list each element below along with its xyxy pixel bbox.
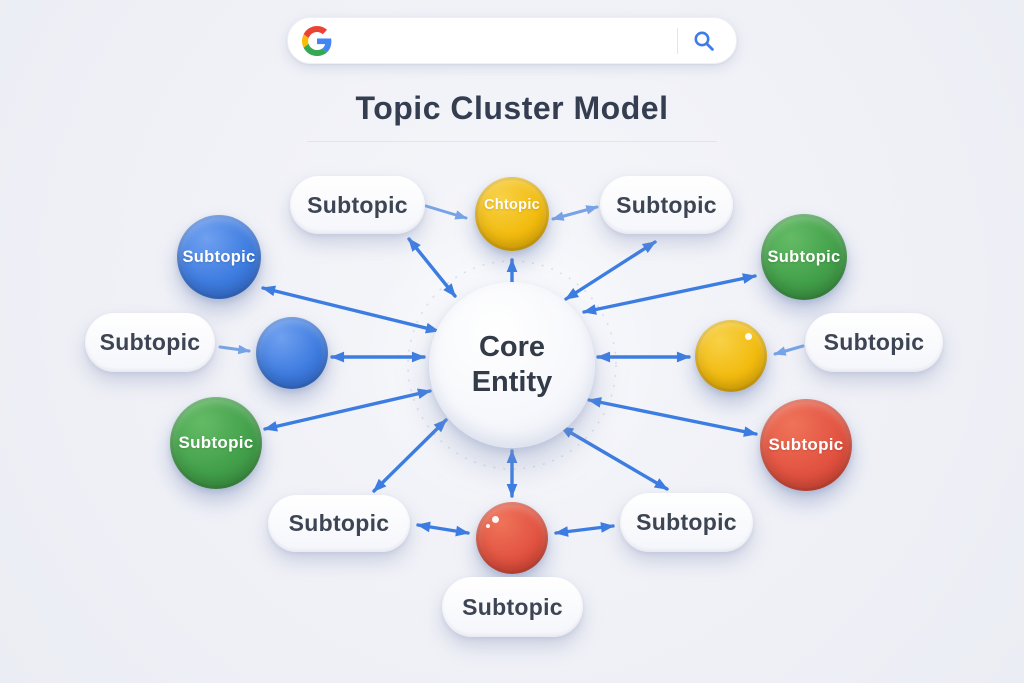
connector	[564, 240, 657, 301]
connector	[773, 344, 805, 356]
subtopic-pill-bottom-right: Subtopic	[620, 493, 753, 552]
specular-dot	[745, 333, 752, 340]
connector	[551, 205, 599, 221]
connector	[416, 521, 470, 537]
title-divider	[307, 141, 717, 142]
search-button[interactable]	[682, 19, 726, 63]
core-entity-label: Core Entity	[471, 330, 553, 398]
connector	[424, 204, 468, 220]
dashed-orbit-ring	[407, 260, 617, 470]
subtopic-pill-right: Subtopic	[805, 313, 943, 372]
connector	[587, 397, 758, 437]
connector	[559, 425, 669, 491]
search-divider	[677, 27, 678, 54]
core-entity-node: Core Entity	[429, 282, 595, 448]
subtopic-circle-mid-left	[256, 317, 328, 389]
subtopic-pill-left: Subtopic	[85, 313, 215, 372]
connector	[582, 273, 757, 315]
specular-dot	[492, 516, 499, 523]
subtopic-circle-upper-left: Subtopic	[177, 215, 261, 299]
connector	[407, 237, 457, 298]
subtopic-circle-mid-right	[695, 320, 767, 392]
subtopic-pill-bottom-center: Subtopic	[442, 577, 583, 637]
search-input[interactable]	[332, 18, 677, 63]
search-icon	[694, 31, 714, 51]
subtopic-circle-bottom	[476, 502, 548, 574]
subtopic-pill-top-left: Subtopic	[290, 176, 425, 234]
connector-group-light	[218, 204, 805, 356]
google-logo-icon	[302, 25, 332, 56]
connector	[263, 388, 432, 432]
connector	[372, 418, 448, 493]
specular-dot	[486, 524, 490, 528]
search-bar[interactable]	[287, 17, 737, 64]
connector	[218, 344, 251, 355]
subtopic-circle-upper-right: Subtopic	[761, 214, 847, 300]
page-title: Topic Cluster Model	[355, 90, 669, 126]
subtopic-circle-lower-left: Subtopic	[170, 397, 262, 489]
subtopic-pill-top-right: Subtopic	[600, 176, 733, 234]
subtopic-pill-bottom-left: Subtopic	[268, 495, 410, 552]
connector-group	[261, 237, 758, 537]
connector	[261, 285, 440, 334]
connector	[554, 522, 615, 537]
subtopic-circle-top: Chtopic	[475, 177, 549, 251]
subtopic-circle-lower-right: Subtopic	[760, 399, 852, 491]
